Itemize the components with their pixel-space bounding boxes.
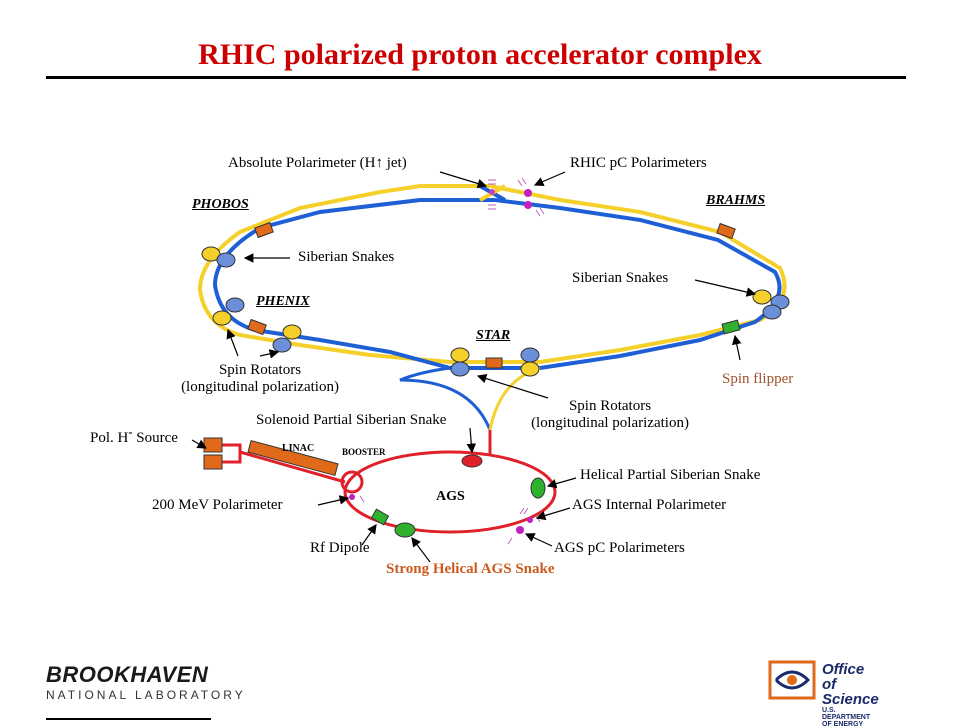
arrow-rhic-pc (533, 171, 566, 187)
title-rule (46, 76, 906, 79)
label-ags-pc: AGS pC Polarimeters (554, 540, 685, 556)
solenoid-snake (461, 454, 483, 468)
bnl-logo: BROOKHAVEN NATIONAL LABORATORY (46, 662, 246, 720)
jet-polarimeter (489, 189, 495, 195)
label-pol-source: Pol. H- Source (90, 425, 178, 446)
label-helical: Helical Partial Siberian Snake (580, 467, 761, 483)
siberian-snakes-left (201, 246, 245, 326)
up-arrow-icon: ↑ (375, 155, 383, 171)
label-spin-rot-right: Spin Rotators (longitudinal polarization… (531, 398, 689, 431)
arrow-spin-flipper (732, 334, 742, 361)
label-solenoid: Solenoid Partial Siberian Snake (256, 412, 447, 428)
page-title: RHIC polarized proton accelerator comple… (198, 38, 762, 71)
strong-helical-snake (394, 522, 416, 538)
siberian-snakes-right (752, 289, 790, 320)
arrow-pol-source (191, 439, 208, 449)
label-abs-polarimeter: Absolute Polarimeter (H↑ jet) (228, 155, 407, 171)
mev-polarimeter (349, 494, 355, 500)
spin-rotators-phenix (272, 324, 302, 353)
label-mev-polarimeter: 200 MeV Polarimeter (152, 497, 283, 513)
rf-dipole (370, 508, 390, 526)
label-linac: LINAC (282, 443, 315, 454)
linac-line (222, 443, 346, 484)
pc-polarimeter-1 (524, 189, 532, 197)
detector-star (485, 357, 503, 369)
pol-source-box-1 (203, 437, 223, 453)
label-brahms: BRAHMS (706, 193, 766, 208)
arrow-spin-rot-left-a (226, 328, 239, 357)
linac (247, 439, 339, 477)
arrow-helical (546, 477, 577, 489)
detector-phenix (247, 318, 267, 336)
bnl-logo-name: BROOKHAVEN (46, 662, 209, 687)
ags-internal-polarimeter (527, 517, 533, 523)
spin-rotators-star (450, 347, 540, 377)
label-snakes-right: Siberian Snakes (572, 270, 669, 286)
label-phenix: PHENIX (256, 294, 310, 309)
bnl-underline (46, 718, 211, 720)
pol-source-box-2 (203, 454, 223, 470)
detector-brahms (716, 222, 736, 240)
arrow-abs-polarimeter (439, 171, 488, 189)
arrow-snakes-right (694, 279, 757, 297)
label-spin-rot-left: Spin Rotators (longitudinal polarization… (181, 362, 339, 395)
label-rf-dipole: Rf Dipole (310, 540, 370, 556)
arrow-mev (317, 495, 350, 506)
arrow-spin-rot-left-b (259, 349, 280, 359)
arrow-solenoid (466, 427, 477, 454)
bnl-logo-sub: NATIONAL LABORATORY (46, 688, 246, 702)
arrow-ags-pc (524, 533, 553, 547)
label-rhic-pc: RHIC pC Polarimeters (570, 155, 707, 171)
label-ags: AGS (436, 489, 465, 504)
label-ags-internal: AGS Internal Polarimeter (572, 497, 727, 513)
detector-phobos (254, 221, 274, 239)
transfer-line-blue (399, 366, 492, 431)
label-booster: BOOSTER (342, 447, 386, 457)
helical-snake (530, 477, 546, 499)
arrow-ags-internal (535, 507, 571, 521)
arrow-strong-snake (411, 537, 431, 563)
arrow-spin-rot-right (476, 373, 549, 399)
arrow-rf-dipole (361, 524, 377, 546)
pc-polarimeter-2 (524, 201, 532, 209)
label-phobos: PHOBOS (192, 197, 249, 212)
label-strong-snake: Strong Helical AGS Snake (386, 561, 555, 577)
label-spin-flipper: Spin flipper (722, 371, 794, 387)
spin-flipper-box (721, 319, 741, 335)
office-of-science-mark-icon (768, 660, 816, 700)
label-snakes-left: Siberian Snakes (298, 249, 395, 265)
ags-pc-polarimeter (516, 526, 524, 534)
label-star: STAR (476, 328, 511, 343)
ags-ring (343, 450, 557, 534)
